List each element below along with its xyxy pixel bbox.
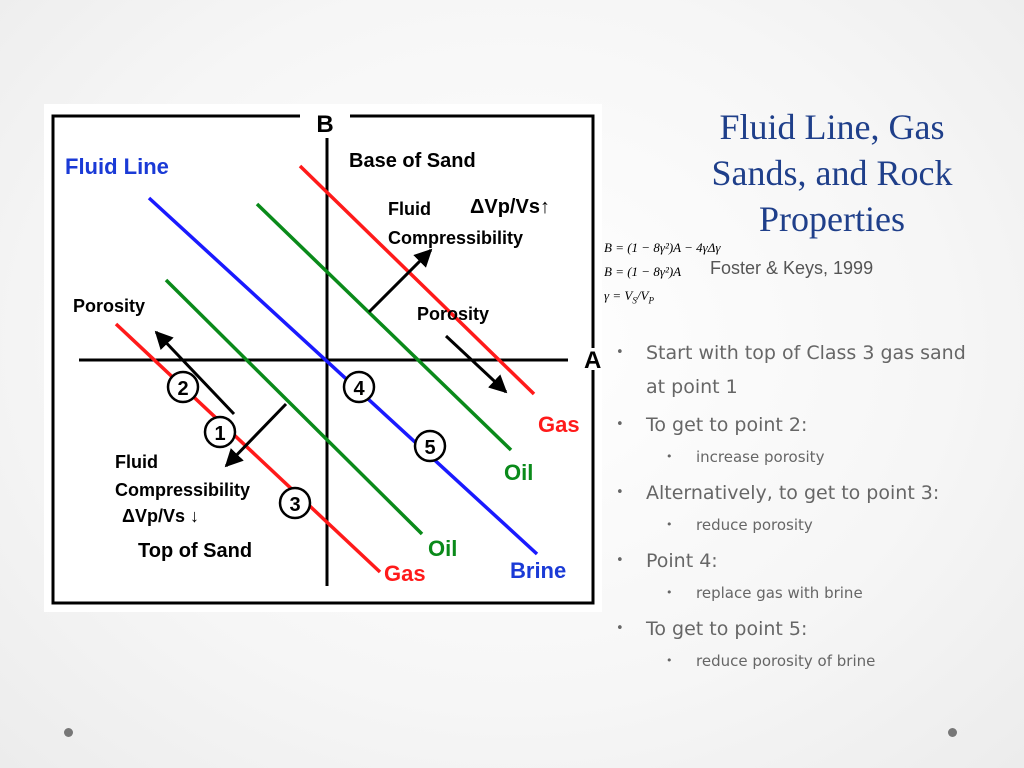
gas-line-upper	[298, 164, 536, 396]
gas-label-bottom: Gas	[384, 561, 426, 586]
axis-b-label-gap	[300, 108, 350, 126]
dvpvs-down-label: ΔVp/Vs ↓	[122, 506, 199, 526]
bullet-1: Start with top of Class 3 gas sand at po…	[616, 336, 1016, 404]
point-5: 5	[413, 429, 447, 463]
vs-subscript: S	[632, 295, 637, 306]
fluid-upper-line-2: Compressibility	[388, 228, 523, 248]
equation-3: γ = VS/VP	[604, 288, 654, 306]
fluid-line-label: Fluid Line	[65, 154, 169, 179]
equations-block: B = (1 − 8γ²)A − 4γΔγ B = (1 − 8γ²)A γ =…	[604, 236, 721, 313]
arrow-porosity-right	[444, 334, 508, 394]
equation-3-num: VS	[624, 288, 637, 306]
arrow-fluid-down	[224, 402, 288, 468]
oil-label-bottom: Oil	[428, 536, 457, 561]
bullet-1-text-cont: at point 1	[646, 376, 738, 398]
avo-diagram-panel: 1 2 3 4 5 B A Fluid Line Base of Sand Fl…	[44, 104, 602, 612]
point-2-label: 2	[177, 378, 188, 400]
equation-1: B = (1 − 8γ²)A − 4γΔγ	[604, 240, 721, 255]
vp-subscript: P	[648, 295, 654, 306]
bullet-4: Point 4:	[616, 544, 1016, 578]
arrow-porosity-left	[154, 330, 236, 416]
title-line-3: Properties	[759, 199, 905, 239]
oil-line-lower	[164, 278, 424, 536]
point-2: 2	[166, 370, 200, 404]
avo-diagram: 1 2 3 4 5 B A Fluid Line Base of Sand Fl…	[51, 108, 601, 605]
bullet-5-sub: reduce porosity of brine	[616, 646, 1016, 676]
bullet-2: To get to point 2:	[616, 408, 1016, 442]
citation: Foster & Keys, 1999	[710, 258, 874, 278]
equation-3-lhs: γ =	[604, 288, 622, 303]
fluid-lower-line-1: Fluid	[115, 452, 158, 472]
fluid-upper-line-1: Fluid	[388, 199, 431, 219]
base-of-sand-label: Base of Sand	[349, 150, 476, 172]
brine-label: Brine	[510, 558, 566, 583]
equation-2: B = (1 − 8γ²)A	[604, 264, 682, 279]
bullet-3-sub: reduce porosity	[616, 510, 1016, 540]
bullet-4-sub: replace gas with brine	[616, 578, 1016, 608]
bullet-2-sub: increase porosity	[616, 442, 1016, 472]
porosity-right-label: Porosity	[417, 304, 489, 324]
bullet-1-text: Start with top of Class 3 gas sand	[646, 342, 966, 364]
vs-symbol: V	[624, 288, 633, 303]
vp-symbol: V	[640, 288, 649, 303]
dvpvs-up-label: ΔVp/Vs↑	[470, 196, 550, 218]
arrow-fluid-up	[367, 248, 433, 314]
axis-a-label-gap	[582, 348, 600, 370]
oil-label-right: Oil	[504, 460, 533, 485]
point-3-label: 3	[289, 494, 300, 516]
axis-a-label: A	[584, 347, 601, 374]
porosity-left-label: Porosity	[73, 296, 145, 316]
point-4: 4	[342, 370, 376, 404]
title-line-2: Sands, and Rock	[711, 153, 953, 193]
bullet-3: Alternatively, to get to point 3:	[616, 476, 1016, 510]
point-3: 3	[278, 486, 312, 520]
slide-title: Fluid Line, Gas Sands, and Rock Properti…	[672, 104, 992, 242]
gas-label-right: Gas	[538, 412, 580, 437]
gas-line-lower	[114, 322, 382, 574]
oil-line-upper	[255, 202, 513, 452]
fluid-lower-line-2: Compressibility	[115, 480, 250, 500]
brine-fluid-line	[147, 196, 539, 556]
top-of-sand-label: Top of Sand	[138, 540, 252, 562]
corner-dot-left	[64, 728, 73, 737]
bullet-list: Start with top of Class 3 gas sand at po…	[616, 336, 1016, 676]
equation-3-den: VP	[640, 288, 654, 306]
point-4-label: 4	[353, 378, 365, 400]
point-1: 1	[203, 415, 237, 449]
point-5-label: 5	[424, 437, 435, 459]
title-line-1: Fluid Line, Gas	[719, 107, 945, 147]
bullet-5: To get to point 5:	[616, 612, 1016, 646]
point-1-label: 1	[214, 423, 225, 445]
corner-dot-right	[948, 728, 957, 737]
axis-b-label: B	[316, 111, 333, 138]
